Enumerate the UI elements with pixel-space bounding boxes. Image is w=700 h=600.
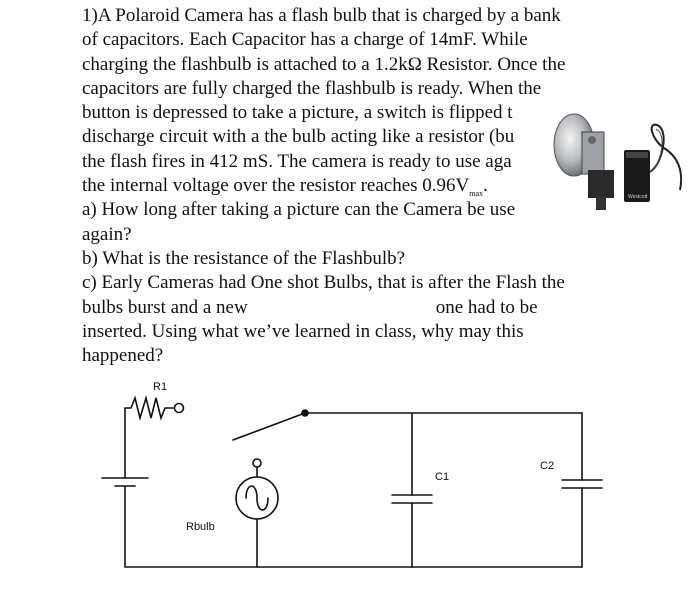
resistor-r1 xyxy=(124,394,175,422)
r1-terminal xyxy=(173,402,185,414)
label-rbulb: Rbulb xyxy=(186,521,215,533)
problem-line: button is depressed to take a picture, a… xyxy=(82,102,513,124)
bottom-rail xyxy=(124,485,583,568)
problem-line-vmax: the internal voltage over the resistor r… xyxy=(82,174,622,198)
switch-pivot xyxy=(301,409,309,417)
problem-line: discharge circuit with a the bulb acting… xyxy=(82,126,515,148)
problem-line: of capacitors. Each Capacitor has a char… xyxy=(82,29,528,51)
circuit-diagram: R1 Rbulb C1 C2 xyxy=(101,381,603,568)
camera-flash-image: Westcott xyxy=(552,110,692,220)
problem-line: capacitors are fully charged the flashbu… xyxy=(82,77,542,99)
bulb-terminal xyxy=(252,458,262,468)
label-c1: C1 xyxy=(435,471,449,483)
problem-line: charging the flashbulb is attached to a … xyxy=(82,53,566,75)
problem-line: the flash fires in 412 mS. The camera is… xyxy=(82,150,512,172)
question-a: a) How long after taking a picture can t… xyxy=(82,199,516,221)
vmax-period: . xyxy=(483,175,488,197)
question-c-right: one had to be xyxy=(435,296,538,318)
question-c-cont: happened? xyxy=(82,345,164,367)
problem-text: 1)A Polaroid Camera has a flash bulb tha… xyxy=(82,4,622,368)
question-c-cont: bulbs burst and a new one had to be xyxy=(82,296,622,320)
question-c-cont: inserted. Using what we’ve learned in cl… xyxy=(82,320,524,342)
question-c: c) Early Cameras had One shot Bulbs, tha… xyxy=(82,272,565,294)
label-r1: R1 xyxy=(153,381,167,393)
question-a-cont: again? xyxy=(82,223,132,245)
question-c-left: bulbs burst and a new xyxy=(82,296,248,318)
vmax-text: the internal voltage over the resistor r… xyxy=(82,175,470,197)
camera-badge: Westcott xyxy=(628,194,648,200)
switch-lever xyxy=(232,412,306,441)
problem-line: 1)A Polaroid Camera has a flash bulb tha… xyxy=(82,5,561,26)
question-b: b) What is the resistance of the Flashbu… xyxy=(82,247,406,269)
label-c2: C2 xyxy=(540,460,554,472)
vmax-subscript: max xyxy=(469,189,484,199)
